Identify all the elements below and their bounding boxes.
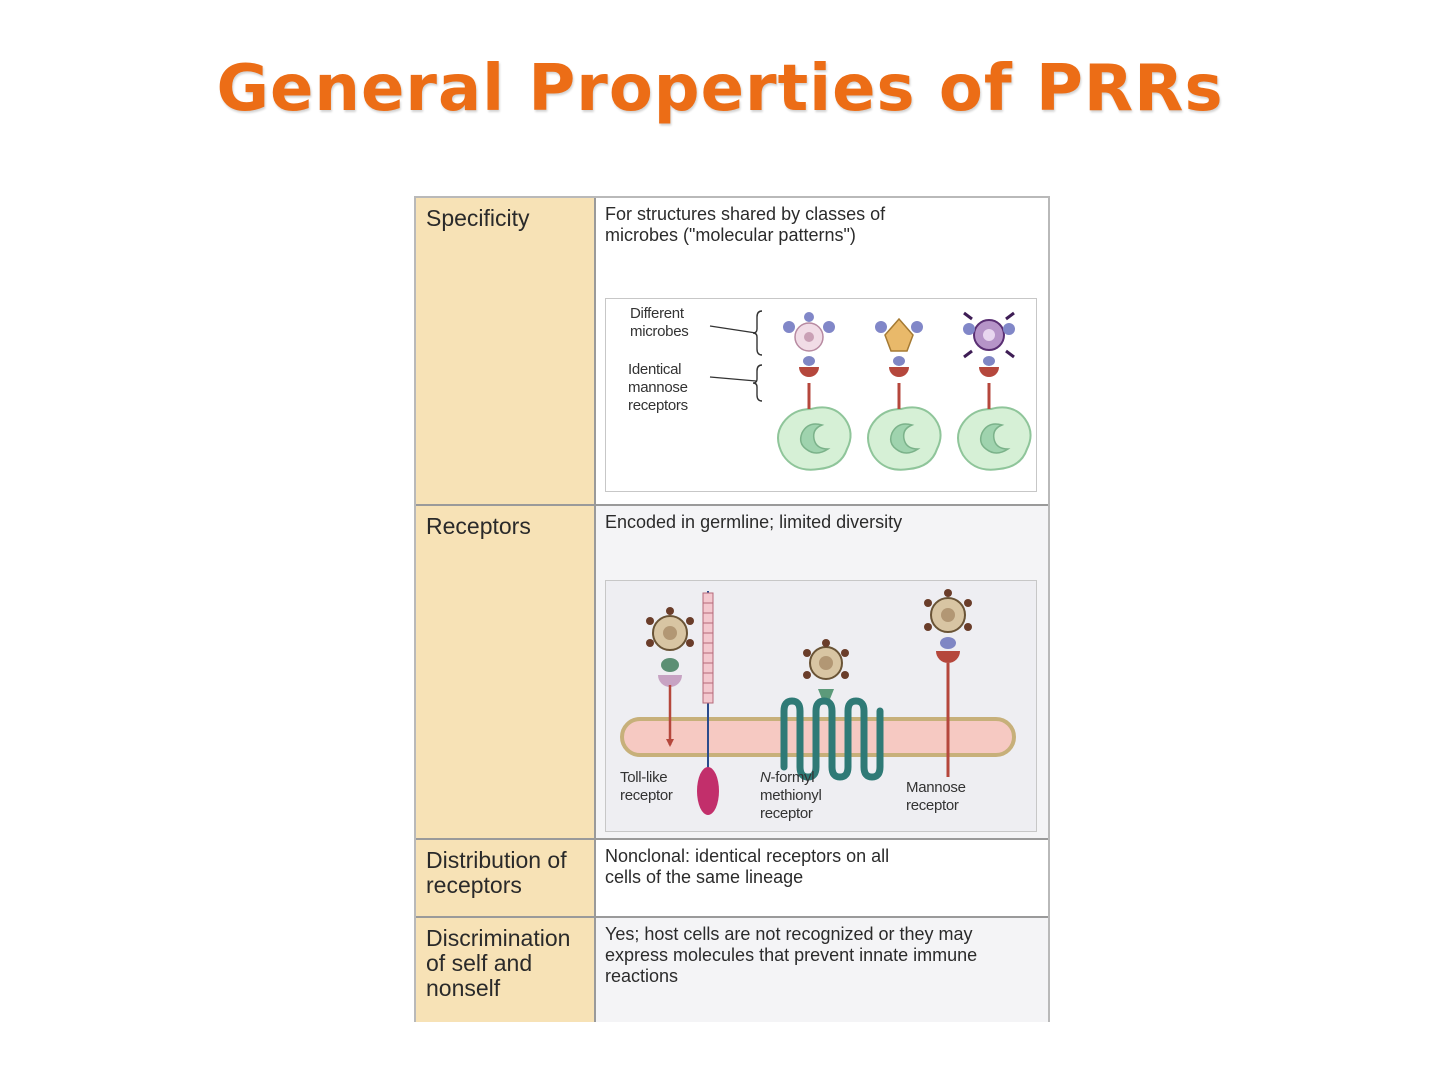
n-formyl-receptor-icon — [780, 639, 884, 781]
microbe-icon — [963, 311, 1015, 366]
toll-like-receptor-label: Toll-like receptor — [620, 769, 673, 804]
row-label: Discrimination of self and nonself — [416, 918, 596, 1022]
table-row-receptors: Receptors Encoded in germline; limited d… — [416, 504, 1048, 838]
mannose-receptor-icon — [924, 589, 972, 777]
microbe-icon — [783, 312, 835, 366]
prr-properties-table: Specificity For structures shared by cla… — [414, 196, 1050, 1022]
receptors-figure: Toll-like receptor N-formyl methionyl re… — [605, 580, 1037, 832]
toll-like-receptor-icon — [646, 607, 694, 747]
specificity-diagram — [709, 310, 1032, 471]
table-row-specificity: Specificity For structures shared by cla… — [416, 198, 1048, 504]
row-text: Yes; host cells are not recognized or th… — [605, 924, 978, 986]
row-content: Yes; host cells are not recognized or th… — [596, 918, 1048, 1022]
table-row-discrimination: Discrimination of self and nonself Yes; … — [416, 916, 1048, 1022]
row-text: Encoded in germline; limited diversity — [605, 512, 903, 532]
row-label: Receptors — [416, 506, 596, 838]
phagocyte-cell-icon — [867, 367, 942, 471]
row-label: Distribution of receptors — [416, 840, 596, 916]
n-formyl-receptor-label: N-formyl methionyl receptor — [760, 769, 822, 822]
specificity-figure: Different microbes Identical mannose rec… — [605, 298, 1037, 492]
microbe-icon — [875, 317, 923, 366]
mannose-receptor-label: Mannose receptor — [906, 779, 966, 814]
row-content: Nonclonal: identical receptors on all ce… — [596, 840, 1048, 916]
different-microbes-label: Different microbes — [630, 305, 689, 340]
toll-like-coreceptor-icon — [697, 591, 719, 815]
row-content: For structures shared by classes of micr… — [596, 198, 1048, 504]
phagocyte-cell-icon — [777, 367, 852, 471]
phagocyte-cell-icon — [957, 367, 1032, 471]
identical-receptors-label: Identical mannose receptors — [628, 361, 688, 414]
row-content: Encoded in germline; limited diversity — [596, 506, 1048, 838]
table-row-distribution: Distribution of receptors Nonclonal: ide… — [416, 838, 1048, 916]
slide-title: General Properties of PRRs — [216, 52, 1224, 126]
row-label: Specificity — [416, 198, 596, 504]
receptors-diagram — [620, 589, 1016, 815]
row-text: Nonclonal: identical receptors on all ce… — [605, 846, 890, 887]
row-text: For structures shared by classes of micr… — [605, 204, 886, 245]
